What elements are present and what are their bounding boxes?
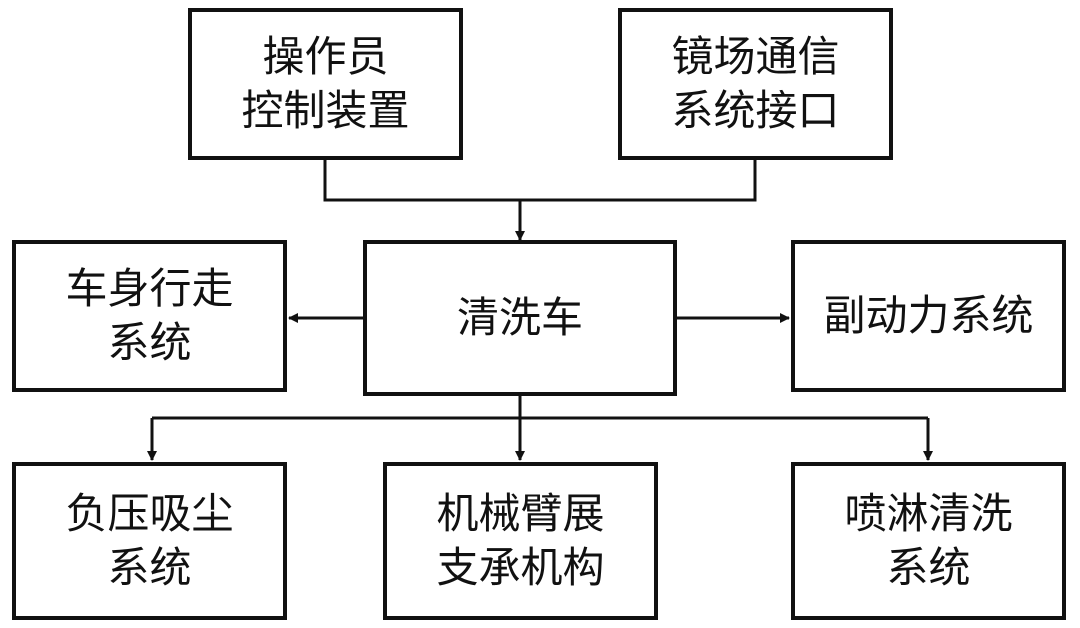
node-mirror-comm-line-2: 系统接口 [671,86,840,135]
node-mirror-comm-interface: 镜场通信 系统接口 [618,8,893,160]
node-arm-line-1: 机械臂展 [436,489,605,539]
node-body-travel-line-2: 系统 [107,318,192,367]
node-washer-line-1: 清洗车 [456,293,583,343]
node-vacuum-dust-system: 负压吸尘 系统 [12,462,287,620]
node-operator-line-1: 操作员 [262,32,389,82]
node-body-travel-system: 车身行走 系统 [12,240,287,392]
node-arm-line-2: 支承机构 [436,543,605,592]
node-body-travel-line-1: 车身行走 [65,264,234,314]
node-spray-wash-system: 喷淋清洗 系统 [791,462,1066,620]
node-aux-power-system: 副动力系统 [791,240,1066,392]
node-arm-support-mechanism: 机械臂展 支承机构 [383,462,658,620]
node-operator-control: 操作员 控制装置 [188,8,463,160]
node-spray-line-2: 系统 [886,543,971,592]
node-washer-vehicle: 清洗车 [363,240,677,396]
edge-mirror-comm-to-washer [520,160,757,202]
edge-operator-to-washer [323,160,520,202]
node-vacuum-line-1: 负压吸尘 [65,489,234,539]
node-operator-line-2: 控制装置 [241,86,410,135]
node-vacuum-line-2: 系统 [107,543,192,592]
node-spray-line-1: 喷淋清洗 [844,489,1013,539]
node-aux-power-line-1: 副动力系统 [823,291,1034,341]
node-mirror-comm-line-1: 镜场通信 [671,32,840,82]
